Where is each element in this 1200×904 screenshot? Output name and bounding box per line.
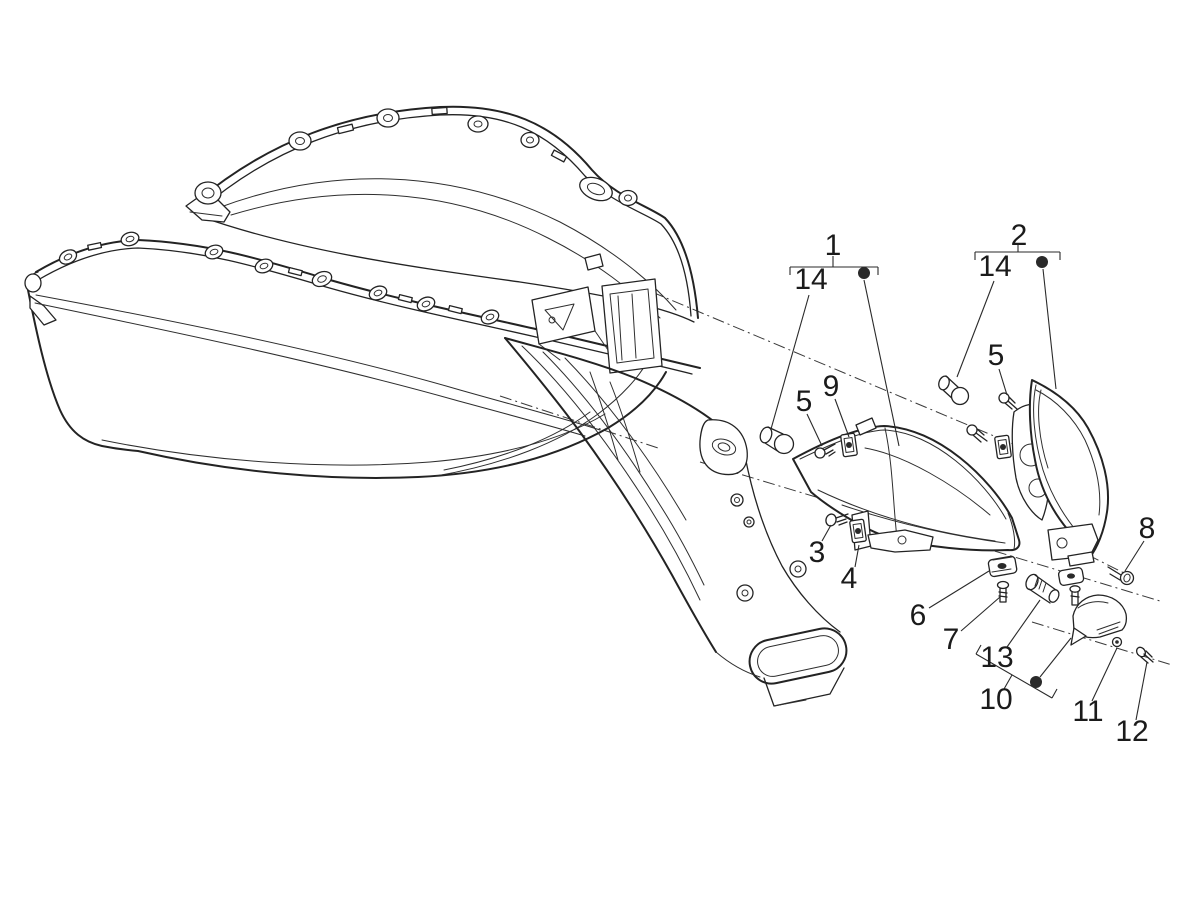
callout-1-dot (858, 267, 870, 279)
callout-2-dot (1036, 256, 1048, 268)
bottom-side-panel (24, 231, 701, 479)
callout-11-label: 11 (1072, 695, 1104, 728)
bulb-14-left (759, 426, 795, 455)
callout-10-label: 10 (979, 683, 1013, 716)
screw-8 (1107, 566, 1135, 586)
callout-5-right-label: 5 (987, 339, 1005, 372)
screw-duplicate (1069, 585, 1081, 606)
fender-exhaust-opening (748, 627, 848, 707)
license-plate-lamp-10 (1070, 594, 1128, 646)
tail-lamp-right (1011, 379, 1109, 567)
callout-6-label: 6 (909, 599, 927, 632)
callout-7-label: 7 (942, 623, 960, 656)
screw-12 (1135, 646, 1154, 664)
callout-9-label: 9 (822, 370, 840, 403)
panel-top-bosses (288, 106, 638, 207)
u-clip-6 (987, 555, 1018, 578)
callout-8-label: 8 (1138, 512, 1156, 545)
callout-10-dot (1030, 676, 1042, 688)
callout-5-left-label: 5 (795, 385, 813, 418)
callout-leader-lines (770, 243, 1148, 721)
callout-4-label: 4 (840, 562, 858, 595)
clip-nut-9 (840, 432, 858, 458)
callout-3-label: 3 (808, 536, 826, 569)
screw-5-right (998, 392, 1018, 410)
top-side-panel (185, 105, 699, 323)
screw-5-left (814, 443, 836, 459)
screw-3 (825, 513, 849, 527)
screw-7 (996, 580, 1010, 603)
bulb-socket-13 (1025, 573, 1060, 604)
bulb-14-right (938, 375, 970, 406)
callout-14-left-label: 14 (794, 263, 828, 296)
clip-between-lamps (994, 434, 1012, 460)
callout-12-label: 12 (1115, 715, 1149, 748)
clip-nut-4 (849, 518, 867, 544)
rear-fender-assembly (504, 253, 848, 707)
grommet-11 (1111, 636, 1123, 648)
screw-between-lamps (966, 424, 988, 443)
callout-13-label: 13 (980, 641, 1014, 674)
u-clip-duplicate (1057, 567, 1085, 586)
callout-14-right-label: 14 (978, 250, 1012, 283)
callout-2-label: 2 (1010, 219, 1028, 252)
panel-bottom-bosses (58, 231, 500, 325)
callout-1-label: 1 (824, 229, 842, 262)
tail-lamp-right-bracket (1047, 523, 1099, 567)
panel-top-eyelet (579, 176, 613, 202)
